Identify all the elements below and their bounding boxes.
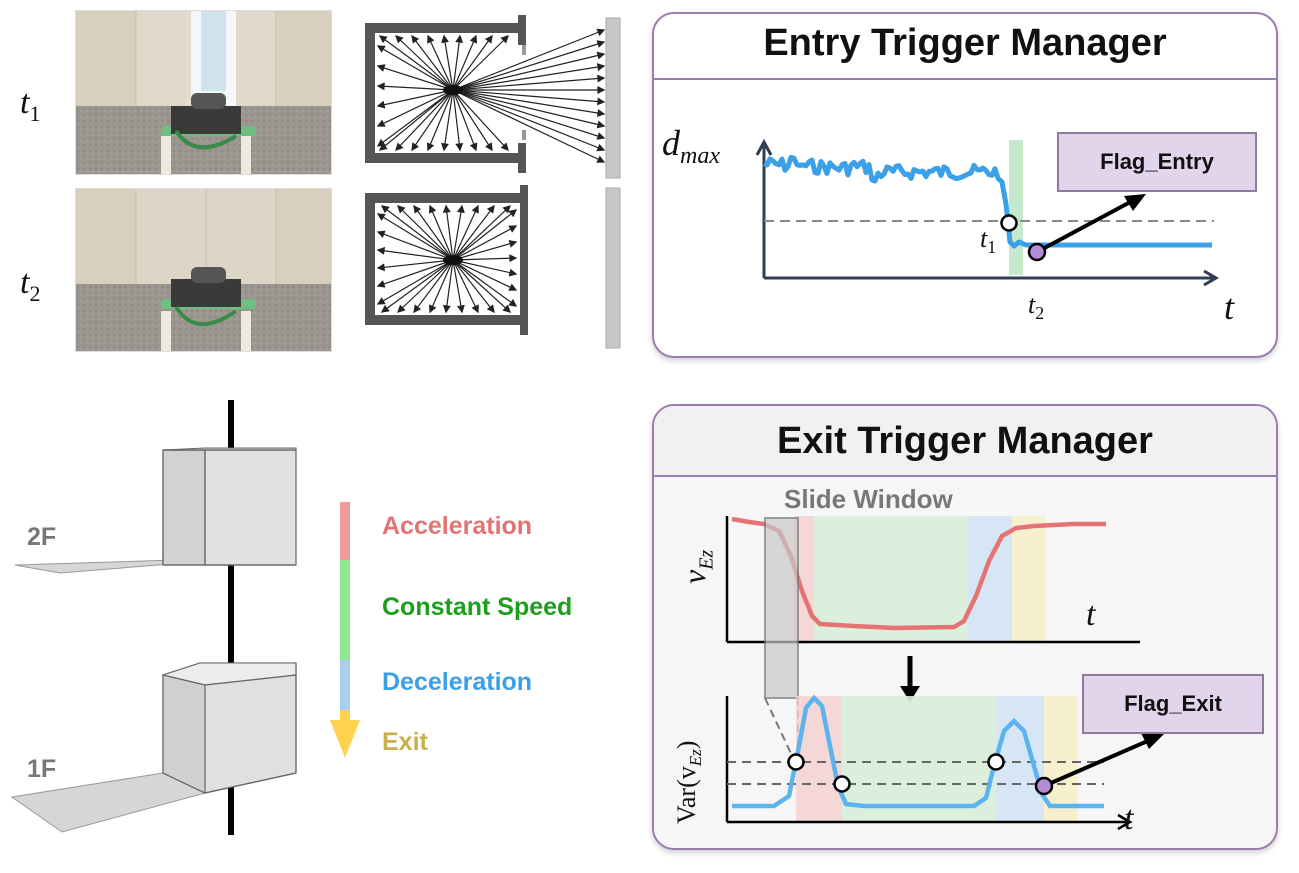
- entry-chart: [755, 138, 1219, 287]
- floor-label-1f: 1F: [27, 755, 57, 783]
- flag-entry: Flag_Entry: [1057, 132, 1257, 192]
- elevator-shaft-sketch: [10, 400, 297, 835]
- exit-top-y-label: vEz: [676, 549, 718, 584]
- t1-label: t1: [20, 84, 41, 126]
- exit-point-lower-start: [833, 775, 851, 793]
- lidar-sketch-closed: [365, 185, 621, 349]
- exit-bottom-y-label: Var(vEz): [672, 740, 706, 824]
- phase-bar-exit: [340, 710, 350, 724]
- entry-y-label: dmax: [662, 123, 720, 170]
- lidar-sketch-open: [365, 15, 621, 179]
- phase-bar-constant: [340, 560, 350, 660]
- exit-flag-arrow: [1043, 738, 1151, 788]
- exit-top-x-label: t: [1086, 596, 1096, 633]
- entry-t1-point: [1000, 214, 1018, 232]
- phase-bar-acceleration: [340, 502, 350, 560]
- exit-point-trigger: [1034, 776, 1054, 796]
- t2-label: t2: [20, 264, 41, 306]
- flag-exit: Flag_Exit: [1082, 674, 1264, 734]
- slide-window-label: Slide Window: [784, 484, 953, 514]
- exit-arrow-icon: [330, 720, 360, 758]
- elevator-photo-t1: [75, 10, 332, 175]
- phase-label-exit: Exit: [382, 728, 428, 756]
- entry-transition-band: [1009, 140, 1023, 275]
- slide-window-box: [764, 517, 799, 699]
- entry-panel-title: Entry Trigger Manager: [763, 22, 1167, 64]
- entry-title-divider: [654, 78, 1276, 80]
- exit-trigger-panel: Exit Trigger Manager: [652, 404, 1278, 850]
- exit-point-upper-start: [787, 753, 805, 771]
- elevator-photo-t2: [75, 188, 332, 352]
- entry-dmax-curve: [763, 154, 1212, 249]
- entry-t1-label: t1: [980, 224, 997, 258]
- phase-label-constant: Constant Speed: [382, 593, 573, 621]
- exit-title-divider: [654, 475, 1276, 477]
- phase-label-acceleration: Acceleration: [382, 512, 533, 540]
- elevator-photo-t2-image: [76, 189, 331, 351]
- exit-variance-curve: [732, 694, 1104, 809]
- exit-bottom-x-label: t: [1124, 800, 1134, 837]
- entry-t2-label: t2: [1028, 290, 1045, 324]
- exit-point-upper-end: [987, 753, 1005, 771]
- phase-label-deceleration: Deceleration: [382, 668, 533, 696]
- entry-flag-arrow: [1036, 198, 1135, 254]
- floor-label-2f: 2F: [27, 523, 57, 551]
- entry-trigger-panel: Entry Trigger Manager dmax t t1 t2 Flag_…: [652, 12, 1278, 358]
- phase-bar-deceleration: [340, 660, 350, 710]
- exit-chart: [725, 516, 1164, 831]
- exit-title-bg: [654, 406, 1276, 476]
- entry-x-label: t: [1224, 287, 1235, 327]
- entry-t2-point: [1027, 242, 1047, 262]
- elevator-photo-t1-image: [76, 11, 331, 174]
- exit-panel-title: Exit Trigger Manager: [777, 420, 1153, 462]
